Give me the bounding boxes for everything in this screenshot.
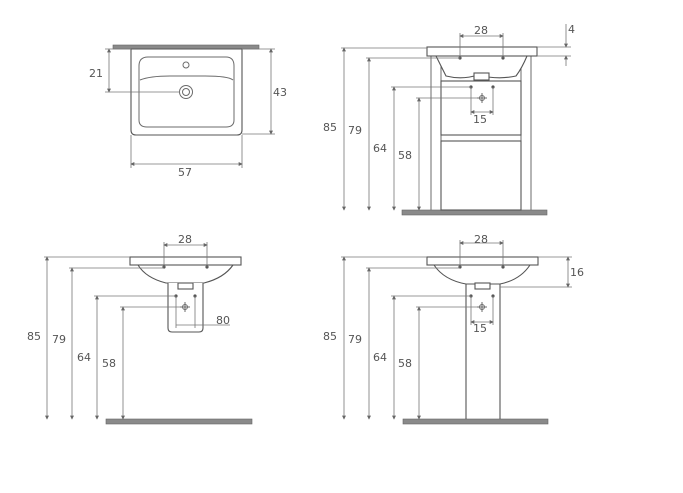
overflow: [474, 282, 491, 290]
dim-label-64: 64: [373, 142, 387, 155]
overflow: [473, 72, 490, 81]
floor-hatch: [401, 209, 548, 216]
drain-inner: [182, 88, 190, 96]
dim-label-58: 58: [398, 149, 412, 162]
basin-slab: [426, 256, 539, 266]
dim-label-21: 21: [89, 67, 103, 80]
dim-label-57: 57: [178, 166, 192, 179]
basin-slab: [426, 46, 538, 57]
dim-label-28: 28: [474, 24, 488, 37]
pedestal: [465, 284, 501, 419]
floor-hatch: [402, 418, 549, 425]
dim-label-85: 85: [27, 330, 41, 343]
dim-label-85: 85: [323, 121, 337, 134]
side-view-cabinet: 85 79 64 58 28 15 4: [323, 23, 575, 216]
waste-crosshair-icon: [180, 302, 190, 312]
side-view-pedestal: 85 79 64 58 28 15 16: [323, 233, 584, 425]
dim-label-79: 79: [348, 333, 362, 346]
tap-hole: [182, 61, 190, 69]
dim-label-43: 43: [273, 86, 287, 99]
overflow: [177, 282, 194, 290]
dim-label-80: 80: [216, 314, 230, 327]
basin-slab: [129, 256, 242, 266]
dim-label-79: 79: [52, 333, 66, 346]
bowl-edge: [139, 75, 234, 81]
dim-label-28: 28: [474, 233, 488, 246]
dim-label-15: 15: [473, 322, 487, 335]
dim-label-58: 58: [398, 357, 412, 370]
dim-label-16: 16: [570, 266, 584, 279]
waste-crosshair-icon: [477, 93, 487, 103]
dim-label-58: 58: [102, 357, 116, 370]
cabinet-drawer-upper: [440, 80, 522, 136]
cabinet-drawer-lower: [440, 140, 522, 211]
dim-label-28: 28: [178, 233, 192, 246]
waste-crosshair-icon: [477, 302, 487, 312]
top-view: 21 43 57: [89, 44, 287, 179]
dim-label-15: 15: [473, 113, 487, 126]
floor-hatch: [105, 418, 253, 425]
wall-hatch: [112, 44, 260, 50]
side-view-siphon: 85 79 64 58 28 80: [27, 233, 253, 425]
bowl-outline: [138, 56, 235, 128]
dim-label-85: 85: [323, 330, 337, 343]
basin-outline: [130, 48, 243, 136]
dim-label-64: 64: [373, 351, 387, 364]
dim-label-4: 4: [568, 23, 575, 36]
dim-label-64: 64: [77, 351, 91, 364]
dim-label-79: 79: [348, 124, 362, 137]
